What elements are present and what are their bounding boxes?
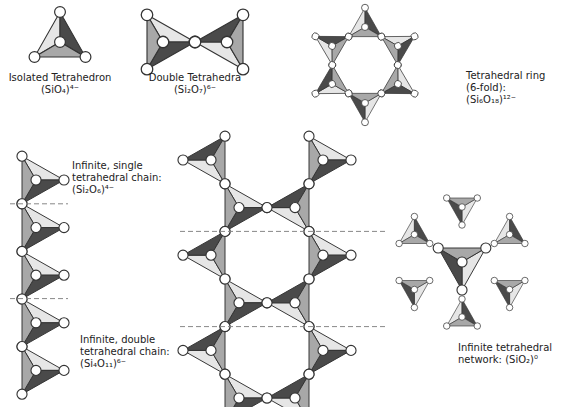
structure-label: Isolated Tetrahedron (SiO₄)⁴⁻ xyxy=(0,72,120,96)
structure-label: Infinite, double tetrahedral chain: (Si₄… xyxy=(80,334,175,370)
structure-label: Infinite, single tetrahedral chain: (Si₂… xyxy=(72,160,172,196)
tetrahedron xyxy=(29,7,91,63)
double-chain xyxy=(178,131,385,407)
structure-label: Tetrahedral ring (6-fold): (Si₆O₁₈)¹²⁻ xyxy=(466,70,550,106)
tetrahedron xyxy=(189,9,249,75)
tetrahedral-network xyxy=(396,195,528,329)
structure-label: Double Tetrahedra (Si₂O₇)⁶⁻ xyxy=(135,72,255,96)
single-chain xyxy=(10,151,69,399)
structure-label: Infinite tetrahedral network: (SiO₂)⁰ xyxy=(458,342,570,366)
tetrahedral-ring xyxy=(302,4,427,125)
